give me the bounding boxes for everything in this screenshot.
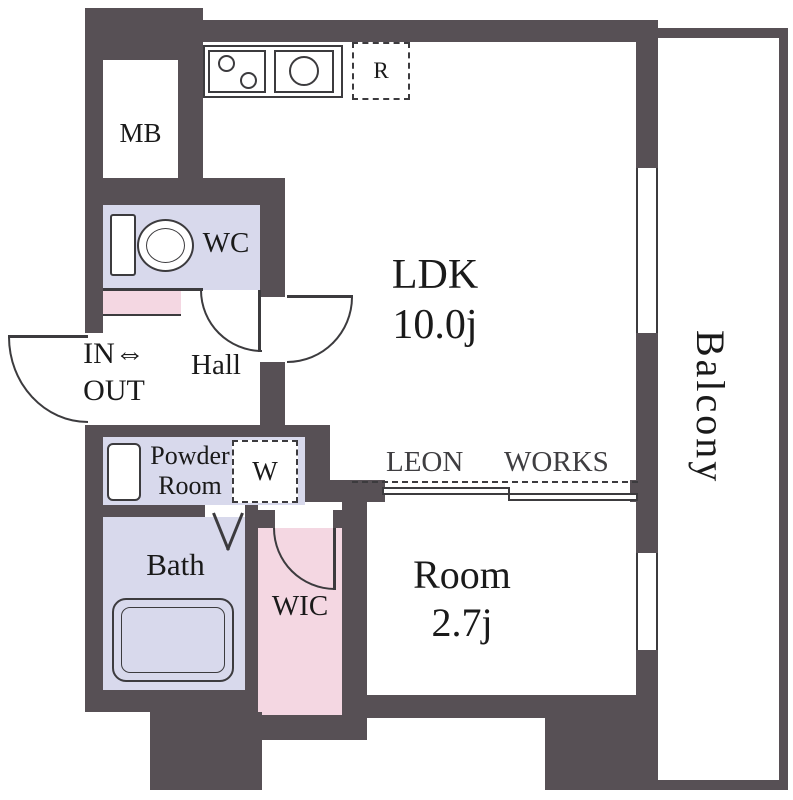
wall-left-upper (85, 60, 103, 205)
wc-label: WC (202, 227, 250, 259)
wall-left-mid (85, 205, 103, 333)
entrance-label: IN⇔ OUT (62, 336, 166, 409)
bathtub-inner-icon (121, 607, 225, 673)
room-window (636, 553, 658, 650)
wic-label: WIC (271, 590, 329, 622)
wall-wic-top-right (333, 510, 345, 528)
room-size: 2.7j (431, 600, 493, 645)
wall-mb-right (178, 8, 203, 205)
ldk-label: LDK 10.0j (330, 250, 540, 351)
hall-label: Hall (191, 349, 241, 381)
wall-right-lower (636, 650, 658, 718)
fridge-label: R (373, 58, 389, 83)
wall-wc-bottom-line (103, 288, 203, 291)
wall-room-bottom (345, 695, 658, 718)
bathtub-icon (112, 598, 234, 682)
brand-watermark: LEON WORKS (386, 446, 609, 478)
sliding-door-panel (382, 487, 510, 495)
toilet-bowl-inner-icon (146, 228, 185, 263)
wall-balcony-top (658, 28, 788, 38)
wall-bath-top (103, 505, 205, 517)
entry-step-floor (103, 290, 181, 316)
wall-left-lower (85, 425, 103, 712)
wall-right-upper (636, 42, 658, 168)
stove-burner-icon (218, 55, 235, 72)
balcony-label: Balcony (688, 329, 733, 485)
entrance-door-leaf (8, 335, 88, 338)
bath-label: Bath (146, 547, 205, 582)
wc-door-leaf (258, 290, 261, 352)
fridge-box: R (352, 42, 410, 100)
washer-label: W (252, 456, 278, 486)
ldk-name: LDK (391, 252, 479, 298)
entrance-label-line2: OUT (83, 373, 145, 407)
entrance-label-line1: IN⇔ (83, 337, 145, 370)
room-name: Room (413, 552, 511, 597)
ldk-window (636, 168, 658, 333)
wall-ldk-step (305, 480, 385, 502)
wall-washer-right (305, 437, 330, 485)
sliding-door-panel (508, 493, 638, 501)
sink-bowl-icon (289, 56, 319, 86)
mb-label: MB (119, 118, 162, 148)
toilet-tank-icon (110, 214, 136, 276)
ldk-door-leaf (287, 295, 353, 298)
wc-door-arc (200, 290, 262, 352)
wall-bottom-right-block (545, 718, 658, 790)
wall-powder-top (103, 425, 330, 437)
wall-bath-bottom (85, 690, 258, 712)
stove-icon (208, 50, 266, 93)
wall-wc-right (260, 205, 285, 297)
wall-mb-bottom (85, 178, 285, 205)
powder-room-label-line1: Powder (150, 441, 230, 470)
wall-wic-right (342, 502, 367, 718)
entry-step-line (103, 314, 181, 316)
powder-room-label: Powder Room (128, 441, 252, 501)
wall-wic-bottom (245, 715, 367, 740)
wall-bottom-center-block (150, 712, 262, 790)
wall-hall-ldk (260, 362, 285, 437)
powder-room-label-line2: Room (158, 470, 222, 500)
room-label: Room 2.7j (368, 551, 556, 647)
wall-bath-wic (245, 505, 258, 718)
stove-burner-icon (240, 72, 257, 89)
vanity-icon (107, 443, 141, 501)
washer-box: W (232, 440, 298, 503)
ldk-size: 10.0j (392, 302, 478, 349)
wall-balcony-bottom (658, 780, 779, 790)
wall-right-mid (636, 333, 658, 553)
wic-door-leaf (333, 528, 336, 590)
wall-balcony-right (779, 28, 788, 790)
sliding-door-track (352, 481, 638, 483)
wall-top (160, 20, 658, 42)
